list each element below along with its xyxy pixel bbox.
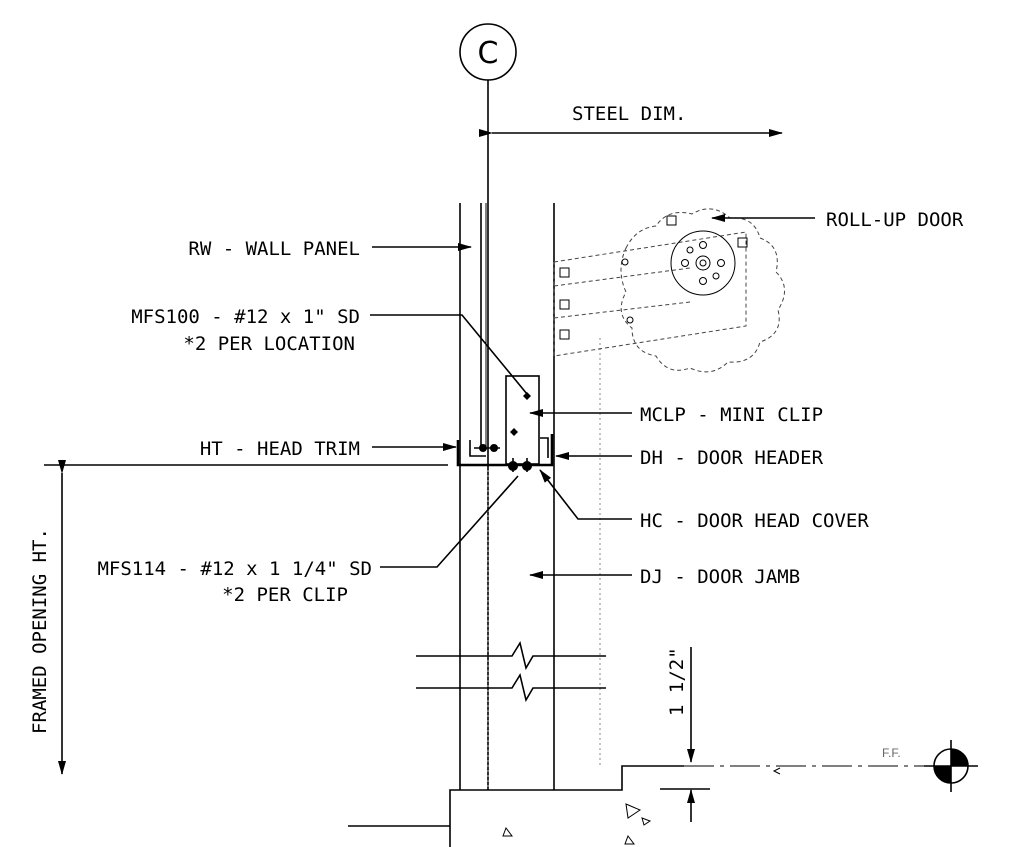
- grid-bubble: C: [459, 23, 517, 81]
- wall-panel-lines: [459, 203, 487, 790]
- finish-floor-label: F.F.: [882, 746, 901, 760]
- steel-dim-label: STEEL DIM.: [572, 103, 686, 125]
- mini-clip-label: MCLP - MINI CLIP: [640, 404, 823, 426]
- elevation-target-icon: [924, 740, 978, 792]
- wall-panel-label: RW - WALL PANEL: [188, 238, 360, 260]
- door-jamb-label: DJ - DOOR JAMB: [640, 566, 800, 588]
- break-lines: [416, 640, 606, 703]
- door-header: [456, 434, 554, 472]
- mfs100-label-line1: MFS100 - #12 x 1" SD: [131, 306, 360, 328]
- door-header-label: DH - DOOR HEADER: [640, 447, 824, 469]
- mfs100-leader: [370, 314, 528, 395]
- door-head-cover-label: HC - DOOR HEAD COVER: [640, 510, 869, 532]
- concrete-slab: [348, 765, 940, 847]
- door-jamb-lines: [487, 203, 601, 790]
- roll-up-door-drum: [553, 208, 785, 373]
- head-trim-label: HT - HEAD TRIM: [200, 438, 360, 460]
- mfs114-label-line2: *2 PER CLIP: [222, 584, 348, 606]
- mfs100-label-line2: *2 PER LOCATION: [183, 333, 355, 355]
- mfs114-label-line1: MFS114 - #12 x 1 1/4" SD: [97, 558, 372, 580]
- roll-up-door-label: ROLL-UP DOOR: [826, 209, 964, 231]
- framed-opening-label: FRAMED OPENING HT.: [29, 528, 51, 734]
- mfs114-leader: [380, 475, 519, 568]
- door-head-cover-leader: [539, 469, 632, 520]
- dim-1-1-2-label: 1 1/2": [666, 647, 688, 716]
- grid-bubble-letter: C: [478, 36, 499, 71]
